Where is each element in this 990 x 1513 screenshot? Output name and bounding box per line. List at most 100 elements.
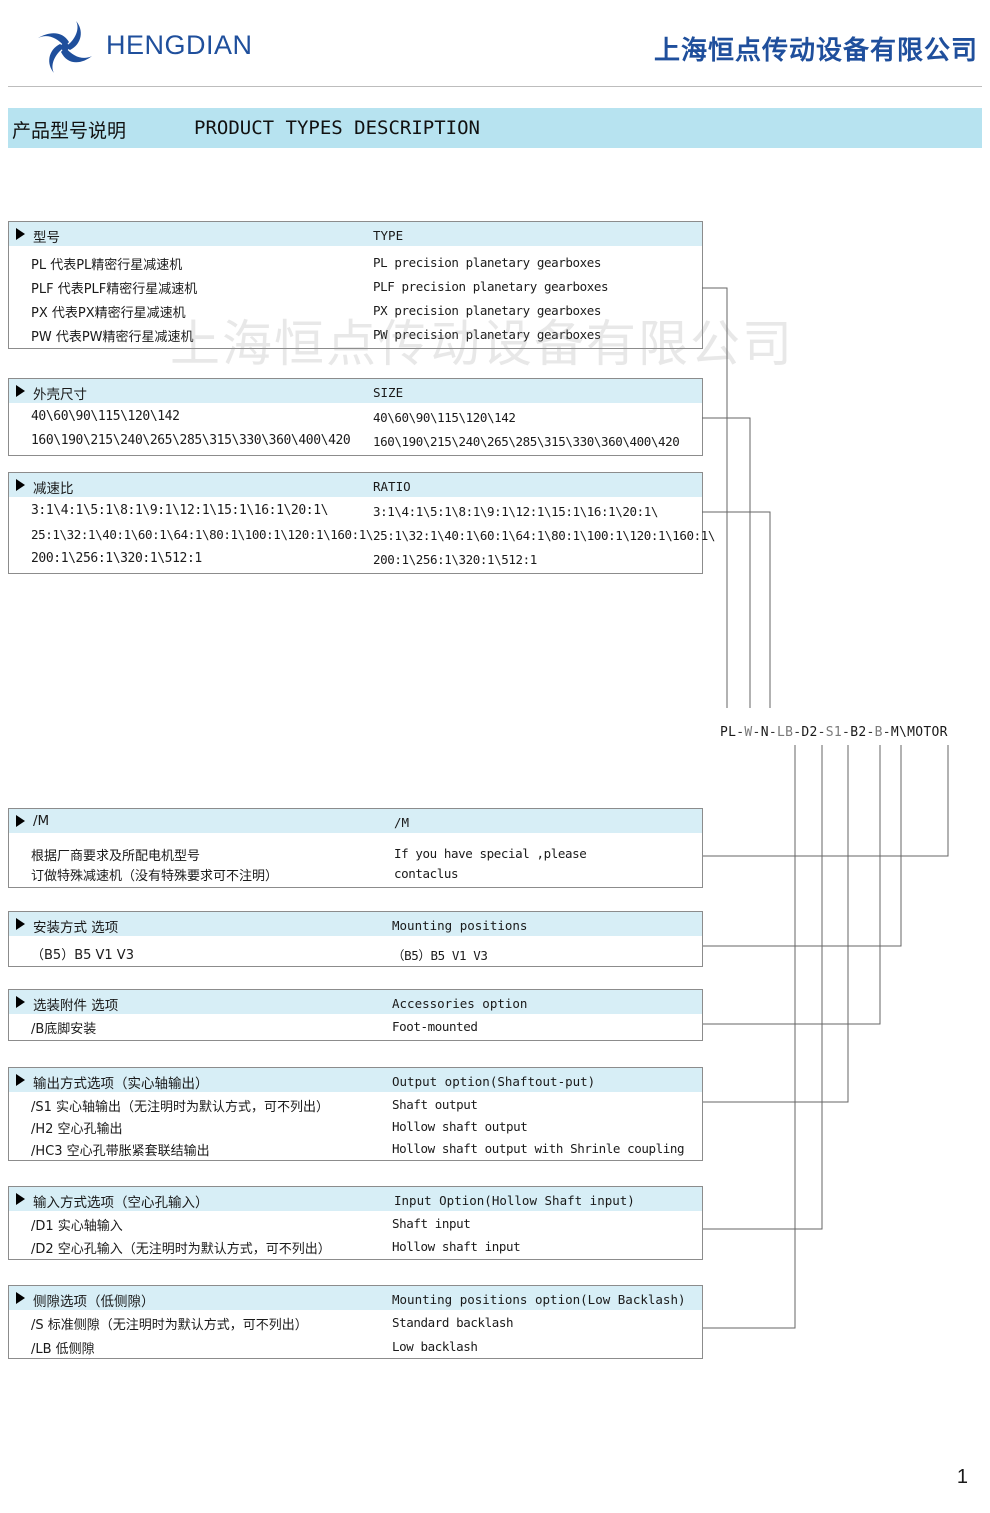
triangle-bullet-icon bbox=[16, 1193, 25, 1205]
code-seg-backlash: LB bbox=[776, 725, 794, 740]
section-header: 输出方式选项（实心轴输出） Output option(Shaftout-put… bbox=[9, 1068, 702, 1092]
code-seg-accessory: B2 bbox=[850, 725, 867, 740]
item-cn: PW 代表PW精密行星减速机 bbox=[31, 330, 194, 345]
triangle-bullet-icon bbox=[16, 228, 25, 240]
list-item: /S1 实心轴输出（无注明时为默认方式，可不列出）Shaft output bbox=[9, 1092, 702, 1115]
item-en: Hollow shaft input bbox=[392, 1239, 521, 1254]
hengdian-logo-icon bbox=[38, 21, 92, 73]
list-item: /D1 实心轴输入 Shaft input bbox=[9, 1211, 702, 1234]
code-seg-size: W bbox=[744, 725, 753, 740]
item-cn: 40\60\90\115\120\142 bbox=[31, 409, 180, 424]
item-en: contaclus bbox=[394, 866, 459, 881]
item-cn: PLF 代表PLF精密行星减速机 bbox=[31, 282, 198, 297]
section-header: 输入方式选项（空心孔输入） Input Option(Hollow Shaft … bbox=[9, 1187, 702, 1211]
section-title-cn: 选装附件 选项 bbox=[33, 998, 119, 1014]
item-en: Low backlash bbox=[392, 1339, 478, 1354]
item-cn: /LB 低侧隙 bbox=[31, 1342, 95, 1357]
item-cn: PX 代表PX精密行星减速机 bbox=[31, 306, 186, 321]
page-number: 1 bbox=[956, 1466, 968, 1488]
item-cn: 25:1\32:1\40:1\60:1\64:1\80:1\100:1\120:… bbox=[31, 527, 374, 542]
section-title-en: /M bbox=[394, 815, 410, 830]
item-en: If you have special ,please bbox=[394, 846, 587, 861]
item-en: Shaft output bbox=[392, 1097, 478, 1112]
list-item: PX 代表PX精密行星减速机 PX precision planetary gea… bbox=[9, 298, 702, 322]
code-seg-input: D2 bbox=[801, 725, 818, 740]
section-output: 输出方式选项（实心轴输出） Output option(Shaftout-put… bbox=[8, 1067, 703, 1161]
item-cn: （B5）B5 V1 V3 bbox=[31, 948, 134, 963]
code-dash: - bbox=[736, 725, 745, 740]
section-header: 选装附件 选项 Accessories option bbox=[9, 990, 702, 1014]
section-title-en: TYPE bbox=[373, 228, 404, 243]
item-en: 40\60\90\115\120\142 bbox=[373, 410, 516, 425]
section-title-en: Input Option(Hollow Shaft input) bbox=[394, 1193, 635, 1208]
title-bar: 产品型号说明 PRODUCT TYPES DESCRIPTION bbox=[8, 108, 982, 148]
triangle-bullet-icon bbox=[16, 385, 25, 397]
item-cn: 订做特殊减速机（没有特殊要求可不注明） bbox=[31, 869, 279, 884]
section-header: 安装方式 选项 Mounting positions bbox=[9, 912, 702, 936]
item-en: （B5）B5 V1 V3 bbox=[392, 948, 488, 963]
section-header: 减速比 RATIO bbox=[9, 473, 702, 497]
section-header: 外壳尺寸 SIZE bbox=[9, 379, 702, 403]
section-title-en: Accessories option bbox=[392, 996, 528, 1011]
section-title-cn: 型号 bbox=[33, 230, 60, 246]
item-en: Hollow shaft output with Shrinle couplin… bbox=[392, 1141, 685, 1156]
code-dash: - bbox=[842, 725, 851, 740]
item-en: PX precision planetary gearboxes bbox=[373, 303, 602, 318]
section-ratio: 减速比 RATIO 3:1\4:1\5:1\8:1\9:1\12:1\15:1\… bbox=[8, 472, 715, 574]
item-en: 160\190\215\240\265\285\315\330\360\400\… bbox=[373, 434, 680, 449]
list-item: PLF 代表PLF精密行星减速机 PLF precision planetary … bbox=[9, 274, 702, 298]
item-cn: /HC3 空心孔带胀紧套联结输出 bbox=[31, 1144, 210, 1159]
section-header: /M /M bbox=[9, 809, 702, 833]
section-title-cn: 安装方式 选项 bbox=[33, 920, 119, 936]
section-input: 输入方式选项（空心孔输入） Input Option(Hollow Shaft … bbox=[8, 1186, 703, 1260]
code-dash: - bbox=[817, 725, 826, 740]
section-motor: /M /M 根据厂商要求及所配电机型号 If you have special ,… bbox=[8, 808, 703, 888]
list-item: /D2 空心孔输入（无注明时为默认方式，可不列出）Hollow shaft in… bbox=[9, 1234, 702, 1259]
list-item: 订做特殊减速机（没有特殊要求可不注明） contaclus bbox=[9, 861, 702, 885]
section-size: 外壳尺寸 SIZE 40\60\90\115\120\142 40\60\90\1… bbox=[8, 378, 703, 456]
code-dash: - bbox=[752, 725, 761, 740]
item-en: 25:1\32:1\40:1\60:1\64:1\80:1\100:1\120:… bbox=[373, 528, 716, 543]
item-en: Shaft input bbox=[392, 1216, 471, 1231]
item-en: 3:1\4:1\5:1\8:1\9:1\12:1\15:1\16:1\20:1\ bbox=[373, 504, 659, 519]
triangle-bullet-icon bbox=[16, 479, 25, 491]
list-item: /S 标准侧隙（无注明时为默认方式，可不列出） Standard backlash bbox=[9, 1310, 702, 1334]
list-item: （B5）B5 V1 V3 （B5）B5 V1 V3 bbox=[9, 940, 702, 964]
item-en: 200:1\256:1\320:1\512:1 bbox=[373, 552, 537, 567]
item-en: Standard backlash bbox=[392, 1315, 514, 1330]
section-backlash: 侧隙选项（低侧隙） Mounting positions option(Low … bbox=[8, 1285, 703, 1359]
item-cn: 160\190\215\240\265\285\315\330\360\400\… bbox=[31, 433, 351, 448]
code-seg-motor: M\MOTOR bbox=[890, 725, 948, 740]
item-cn: 根据厂商要求及所配电机型号 bbox=[31, 849, 201, 864]
section-title-en: Output option(Shaftout-put) bbox=[392, 1074, 596, 1089]
list-item: /HC3 空心孔带胀紧套联结输出 Hollow shaft output with… bbox=[9, 1136, 702, 1160]
item-cn: /D1 实心轴输入 bbox=[31, 1219, 123, 1234]
triangle-bullet-icon bbox=[16, 918, 25, 930]
section-title-cn: 减速比 bbox=[33, 481, 74, 497]
code-seg-mounting: B bbox=[874, 725, 883, 740]
page-title-cn: 产品型号说明 bbox=[12, 120, 127, 142]
section-title-cn: 侧隙选项（低侧隙） bbox=[33, 1294, 155, 1310]
section-title-en: Mounting positions bbox=[392, 918, 528, 933]
code-dash: - bbox=[768, 725, 777, 740]
item-cn: /S 标准侧隙（无注明时为默认方式，可不列出） bbox=[31, 1318, 308, 1333]
section-header: 型号 TYPE bbox=[9, 222, 702, 246]
code-dash: - bbox=[866, 725, 875, 740]
item-cn: /B底脚安装 bbox=[31, 1022, 97, 1037]
brand-name: HENGDIAN bbox=[106, 30, 253, 60]
item-en: Hollow shaft output bbox=[392, 1119, 528, 1134]
section-header: 侧隙选项（低侧隙） Mounting positions option(Low … bbox=[9, 1286, 702, 1310]
watermark: 上海恒点传动设备有限公司 bbox=[170, 315, 794, 373]
item-cn: PL 代表PL精密行星减速机 bbox=[31, 258, 183, 273]
triangle-bullet-icon bbox=[16, 996, 25, 1008]
triangle-bullet-icon bbox=[16, 1074, 25, 1086]
list-item: 160\190\215\240\265\285\315\330\360\400\… bbox=[9, 429, 702, 453]
header-divider bbox=[8, 86, 982, 87]
list-item: 根据厂商要求及所配电机型号 If you have special ,please bbox=[9, 841, 702, 864]
item-en: PLF precision planetary gearboxes bbox=[373, 279, 609, 294]
list-item: /LB 低侧隙 Low backlash bbox=[9, 1334, 702, 1358]
code-seg-output: S1 bbox=[825, 725, 843, 740]
section-title-cn: 输入方式选项（空心孔输入） bbox=[33, 1195, 209, 1211]
